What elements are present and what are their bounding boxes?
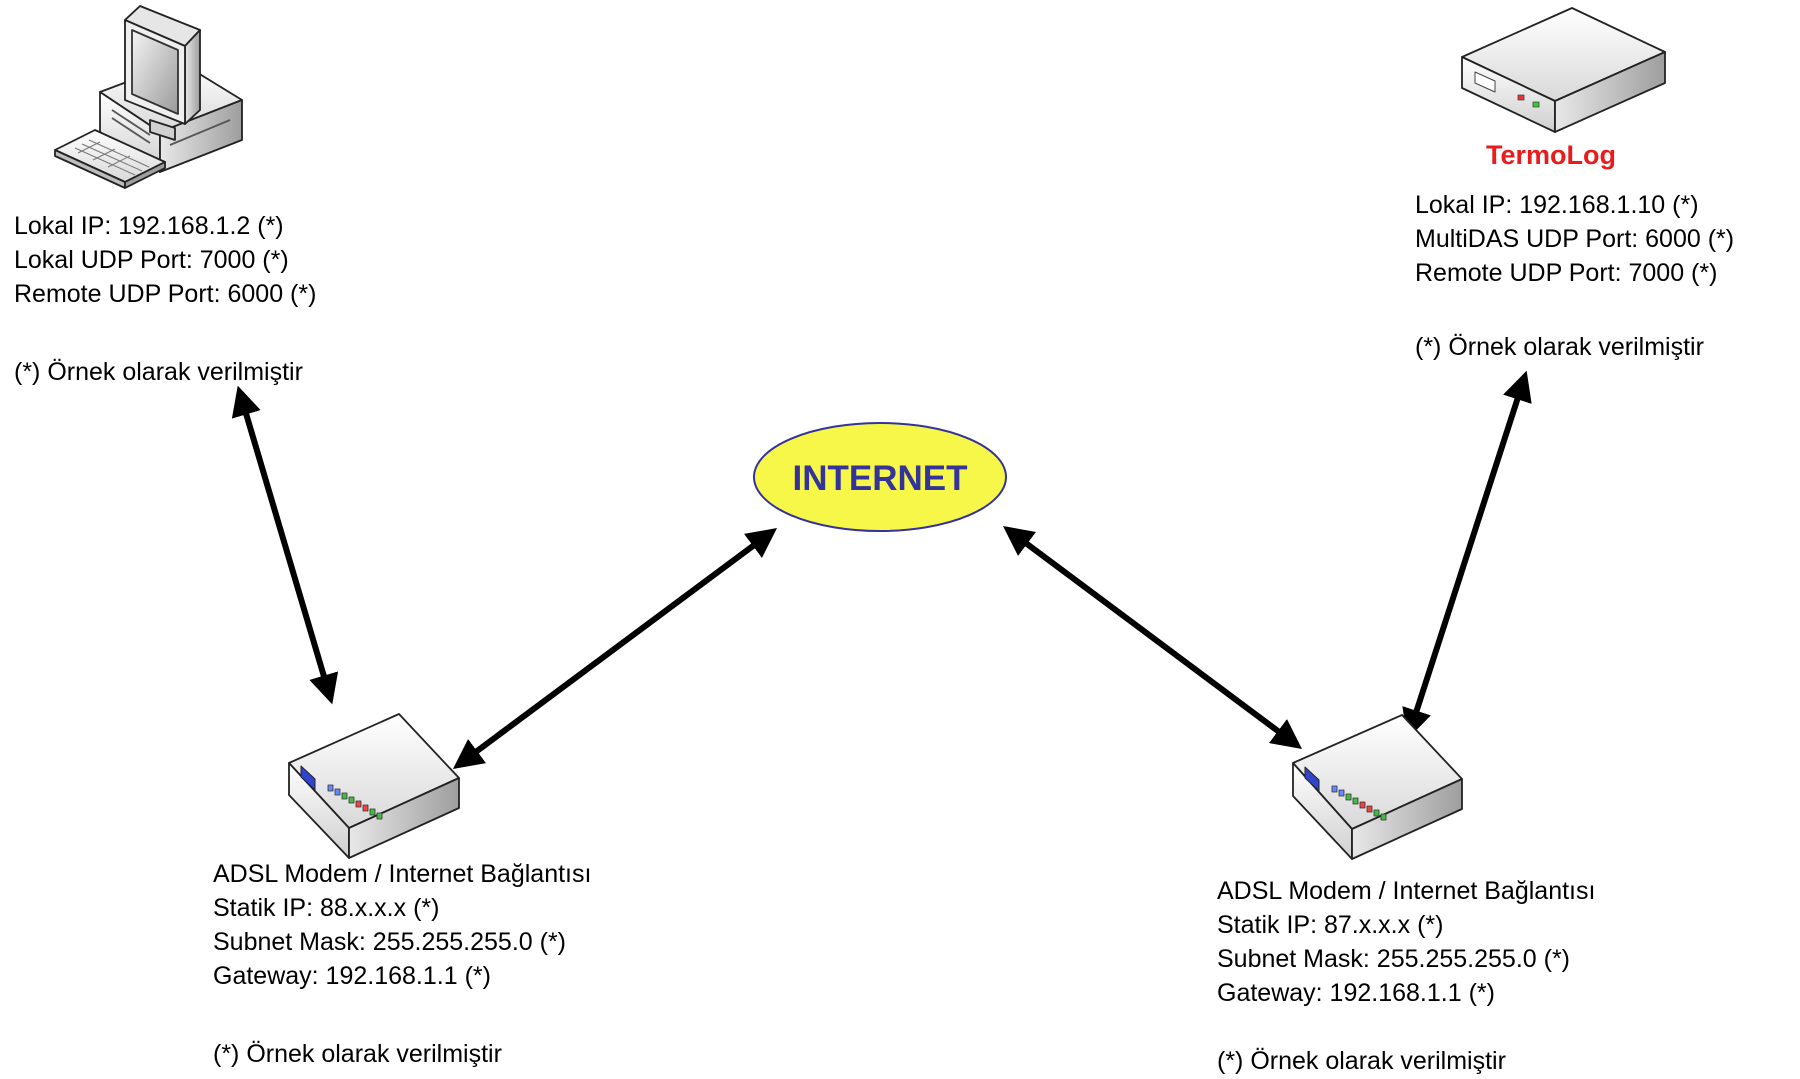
modem-right-gateway: Gateway: 192.168.1.1 (*) xyxy=(1217,979,1495,1007)
adsl-modem-icon-left xyxy=(288,713,460,859)
modem-right-info: ADSL Modem / Internet Bağlantısı Statik … xyxy=(1217,874,1595,1010)
termolog-local-ip: Lokal IP: 192.168.1.10 (*) xyxy=(1415,191,1699,219)
arrow-modem-left-to-internet xyxy=(452,528,778,769)
internet-cloud: INTERNET xyxy=(753,422,1007,532)
adsl-modem-icon-right xyxy=(1292,714,1463,860)
termolog-note: (*) Örnek olarak verilmiştir xyxy=(1415,333,1704,361)
modem-right-subnet-mask: Subnet Mask: 255.255.255.0 (*) xyxy=(1217,945,1571,973)
modem-right-static-ip: Statik IP: 87.x.x.x (*) xyxy=(1217,911,1444,939)
termolog-name: TermoLog xyxy=(1486,140,1616,170)
termolog-multidas-udp-port: MultiDAS UDP Port: 6000 (*) xyxy=(1415,225,1735,253)
arrow-internet-to-modem-right xyxy=(1002,526,1303,749)
modem-left-title: ADSL Modem / Internet Bağlantısı xyxy=(213,860,592,888)
modem-right-note: (*) Örnek olarak verilmiştir xyxy=(1217,1047,1506,1075)
termolog-remote-udp-port: Remote UDP Port: 7000 (*) xyxy=(1415,259,1718,287)
network-device-icon xyxy=(1461,7,1666,133)
modem-right-title: ADSL Modem / Internet Bağlantısı xyxy=(1217,877,1596,905)
pc-note: (*) Örnek olarak verilmiştir xyxy=(14,358,303,386)
termolog-info: Lokal IP: 192.168.1.10 (*) MultiDAS UDP … xyxy=(1415,188,1734,290)
arrow-pc-to-modem-left xyxy=(231,385,339,705)
modem-left-note: (*) Örnek olarak verilmiştir xyxy=(213,1040,502,1068)
internet-ellipse xyxy=(753,422,1007,532)
desktop-computer-icon xyxy=(54,5,243,189)
modem-left-gateway: Gateway: 192.168.1.1 (*) xyxy=(213,962,491,990)
pc-remote-udp-port: Remote UDP Port: 6000 (*) xyxy=(14,280,317,308)
arrow-modem-right-to-termolog xyxy=(1402,370,1532,740)
pc-local-udp-port: Lokal UDP Port: 7000 (*) xyxy=(14,246,289,274)
modem-left-static-ip: Statik IP: 88.x.x.x (*) xyxy=(213,894,440,922)
modem-left-info: ADSL Modem / Internet Bağlantısı Statik … xyxy=(213,857,591,993)
pc-local-ip: Lokal IP: 192.168.1.2 (*) xyxy=(14,212,284,240)
modem-left-subnet-mask: Subnet Mask: 255.255.255.0 (*) xyxy=(213,928,567,956)
pc-info: Lokal IP: 192.168.1.2 (*) Lokal UDP Port… xyxy=(14,209,316,311)
internet-label: INTERNET xyxy=(793,459,968,498)
